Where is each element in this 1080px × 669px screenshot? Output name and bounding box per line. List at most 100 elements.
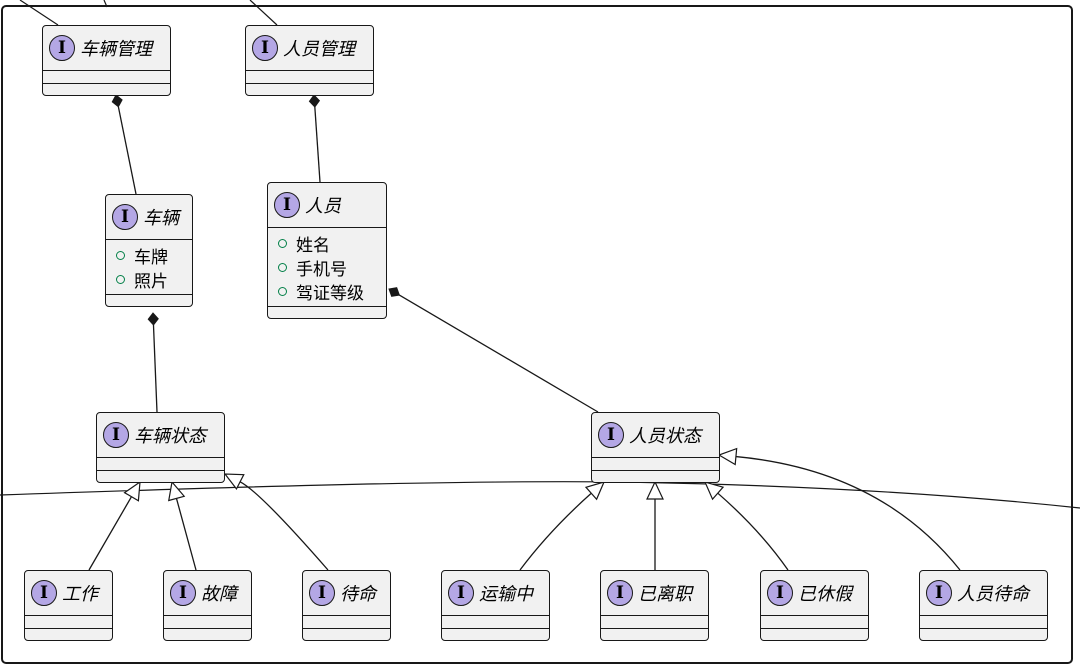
field-row: 驾证等级 — [278, 279, 386, 304]
compartment-divider — [920, 615, 1047, 616]
fields-compartment — [592, 458, 719, 470]
public-visibility-icon — [116, 274, 125, 284]
generalization-relation[interactable] — [703, 481, 789, 571]
generalization-relation[interactable] — [646, 480, 664, 570]
public-visibility-icon — [116, 250, 125, 260]
fields-compartment — [97, 458, 224, 470]
fields-compartment — [761, 616, 868, 628]
compartment-divider — [761, 628, 868, 629]
methods-compartment — [442, 629, 549, 640]
relation-line — [314, 106, 321, 183]
generalization-arrow-icon — [223, 473, 245, 491]
interface-badge-icon: I — [49, 35, 75, 61]
composition-relation[interactable] — [111, 94, 137, 195]
generalization-arrow-icon — [646, 480, 664, 500]
relation-line — [152, 324, 158, 413]
field-row: 手机号 — [278, 255, 386, 280]
interface-badge-icon: I — [103, 422, 129, 448]
methods-compartment — [601, 629, 708, 640]
generalization-relation[interactable] — [168, 480, 197, 571]
external-link-line — [103, 0, 108, 8]
fields-compartment — [303, 616, 390, 628]
generalization-relation[interactable] — [519, 481, 606, 571]
interface-badge-icon: I — [112, 204, 138, 230]
interface-badge-icon: I — [170, 580, 196, 606]
external-link-line — [19, 0, 59, 26]
generalization-arrow-icon — [717, 447, 738, 466]
compartment-divider — [97, 457, 224, 458]
compartment-divider — [43, 83, 170, 84]
methods-compartment — [164, 629, 251, 640]
generalization-relation[interactable] — [223, 473, 329, 571]
interface-badge-icon: I — [309, 580, 335, 606]
public-visibility-icon — [278, 238, 287, 248]
compartment-divider — [303, 615, 390, 616]
compartment-divider — [106, 239, 192, 240]
generalization-arrow-icon — [123, 480, 141, 502]
interface-badge-icon: I — [252, 35, 278, 61]
class-name: 已离职 — [638, 584, 692, 605]
composition-diamond-icon — [147, 312, 159, 326]
relation-line — [88, 496, 133, 571]
relation-line — [519, 492, 592, 571]
compartment-divider — [761, 615, 868, 616]
composition-relation[interactable] — [308, 94, 321, 183]
fields-compartment — [246, 71, 373, 83]
field-row: 照片 — [116, 267, 192, 292]
fields-compartment — [442, 616, 549, 628]
class-name: 待命 — [340, 584, 376, 605]
class-name: 人员状态 — [629, 426, 701, 447]
fields-compartment — [164, 616, 251, 628]
methods-compartment — [246, 84, 373, 95]
methods-compartment — [97, 471, 224, 482]
compartment-divider — [25, 615, 112, 616]
interface-badge-icon: I — [926, 580, 952, 606]
external-link-line — [249, 0, 278, 26]
interface-badge-icon: I — [607, 580, 633, 606]
fields-compartment — [601, 616, 708, 628]
relation-line — [175, 498, 197, 571]
generalization-relation[interactable] — [717, 447, 961, 571]
compartment-divider — [268, 306, 386, 307]
class-name: 车辆管理 — [80, 39, 152, 60]
methods-compartment — [303, 629, 390, 640]
composition-relation[interactable] — [147, 312, 159, 413]
field-name: 姓名 — [296, 235, 330, 256]
compartment-divider — [592, 470, 719, 471]
fields-compartment — [920, 616, 1047, 628]
generalization-relation[interactable] — [88, 480, 141, 571]
relation-line — [239, 481, 329, 571]
fields-compartment: 姓名手机号驾证等级 — [268, 228, 386, 306]
generalization-arrow-icon — [584, 481, 606, 501]
generalization-arrow-icon — [168, 480, 186, 502]
compartment-divider — [43, 70, 170, 71]
class-name: 人员 — [305, 196, 341, 217]
relation-line — [717, 492, 789, 571]
compartment-divider — [601, 628, 708, 629]
composition-relation[interactable] — [388, 287, 599, 413]
crossing-link-line — [0, 481, 1080, 509]
class-name: 工作 — [62, 584, 98, 605]
compartment-divider — [246, 70, 373, 71]
